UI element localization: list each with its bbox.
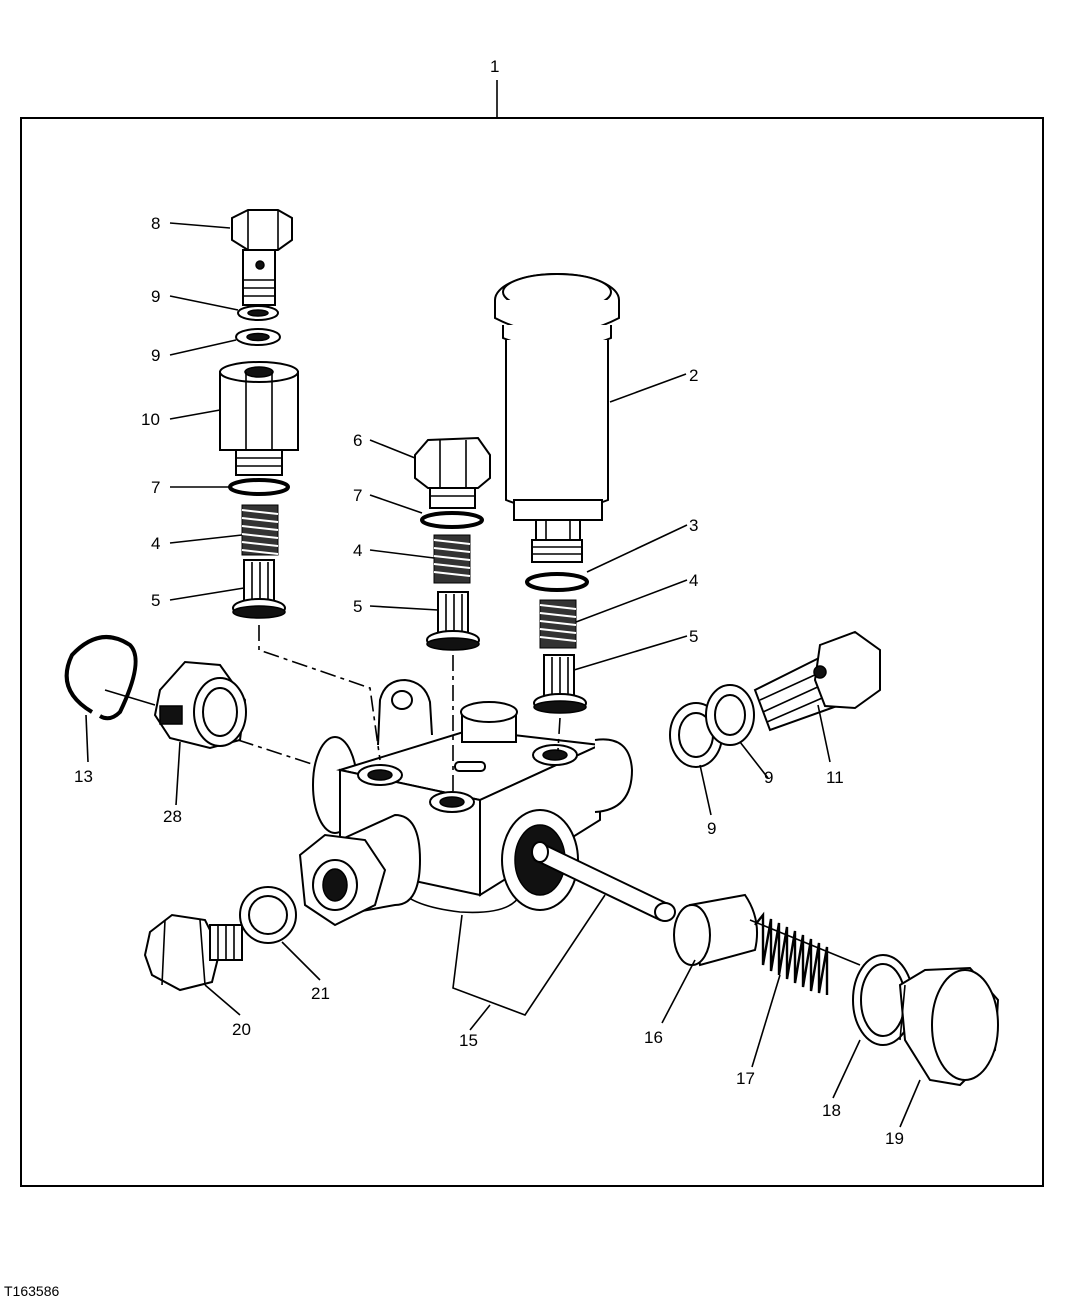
callout-7: 7	[353, 486, 362, 505]
callout-1: 1	[490, 57, 499, 76]
plunger-shaft	[531, 841, 676, 922]
callout-11: 11	[826, 768, 844, 787]
washer-9-right-b	[705, 684, 755, 746]
callout-15: 15	[459, 1031, 478, 1050]
callout-6: 6	[353, 431, 362, 450]
washer-9-upper-b	[235, 328, 281, 346]
assembly-centerlines	[104, 625, 561, 795]
callout-4: 4	[689, 571, 698, 590]
callout-4: 4	[353, 541, 362, 560]
callout-9: 9	[151, 346, 160, 365]
callout-5: 5	[353, 597, 362, 616]
callout-9: 9	[764, 768, 773, 787]
callout-9: 9	[151, 287, 160, 306]
o-ring-3	[525, 572, 589, 592]
seal-ring-18	[852, 954, 914, 1046]
callout-10: 10	[141, 410, 160, 429]
piston-16	[673, 893, 758, 967]
hex-nut-port	[298, 833, 387, 927]
plug-6	[414, 436, 491, 509]
valve-5-right	[533, 654, 587, 714]
callout-21: 21	[311, 984, 330, 1003]
washer-9-upper-a	[237, 305, 279, 321]
washer-21	[239, 886, 297, 944]
top-cap-plug	[460, 701, 518, 743]
hollow-bolt-11	[753, 630, 881, 732]
spring-17	[749, 911, 861, 995]
callout-2: 2	[689, 366, 698, 385]
callout-13: 13	[74, 767, 93, 786]
hollow-bolt-8	[231, 209, 293, 306]
callout-20: 20	[232, 1020, 251, 1039]
callout-5: 5	[689, 627, 698, 646]
hand-primer-pump-2	[494, 273, 620, 563]
snap-ring-13	[64, 635, 138, 721]
callout-labels: 1 8 9 9 10 7 4 5 6 7 4 5 2 3 4 5 11 9 9 …	[74, 57, 904, 1148]
callout-4: 4	[151, 534, 160, 553]
sleeve-28	[153, 660, 247, 750]
callout-19: 19	[885, 1129, 904, 1148]
fitting-10	[219, 361, 299, 476]
callout-3: 3	[689, 516, 698, 535]
spring-4-left	[241, 504, 279, 556]
callout-16: 16	[644, 1028, 663, 1047]
callout-17: 17	[736, 1069, 755, 1088]
callout-8: 8	[151, 214, 160, 233]
callout-18: 18	[822, 1101, 841, 1120]
callout-5: 5	[151, 591, 160, 610]
spring-4-center	[433, 534, 471, 584]
callout-leader-lines	[85, 222, 921, 1128]
cap-nut-19	[898, 966, 1000, 1087]
o-ring-7-center	[420, 511, 484, 529]
assembly-frame	[20, 117, 1044, 1187]
valve-5-center	[426, 591, 480, 651]
callout-7: 7	[151, 478, 160, 497]
spring-4-right	[539, 599, 577, 649]
valve-5-left	[232, 559, 286, 619]
figure-code: T163586	[4, 1283, 60, 1299]
callout-28: 28	[163, 807, 182, 826]
callout-9: 9	[707, 819, 716, 838]
o-ring-7-left	[228, 478, 290, 496]
plug-20	[143, 913, 243, 992]
